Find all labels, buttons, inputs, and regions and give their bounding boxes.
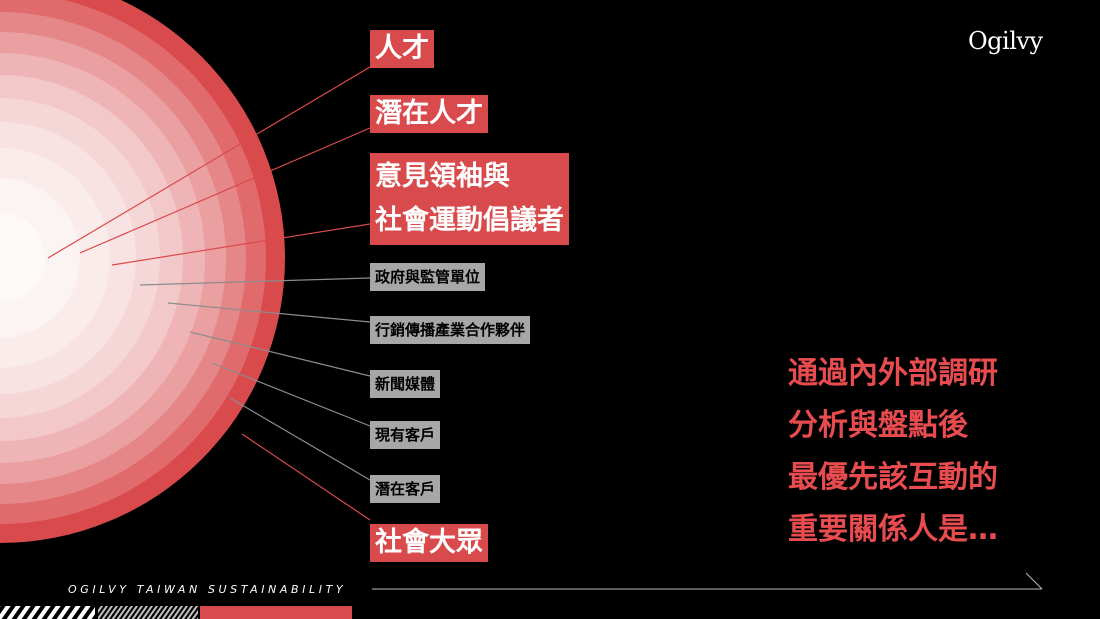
stakeholder-label: 社會大眾 — [370, 524, 488, 562]
stakeholder-label: 行銷傳播產業合作夥伴 — [370, 316, 531, 344]
connector-line — [241, 433, 371, 521]
stakeholder-label-line: 潛在人才 — [375, 98, 483, 129]
connector-line — [111, 223, 371, 266]
footer-stripes — [0, 606, 352, 619]
tagline: 通過內外部調研 分析與盤點後 最優先該互動的 重要關係人是… — [788, 348, 1088, 556]
stakeholder-label: 現有客戶 — [370, 421, 441, 449]
concentric-rings — [0, 0, 285, 543]
tagline-line: 通過內外部調研 — [788, 356, 998, 391]
tagline-line: 分析與盤點後 — [788, 408, 968, 443]
stakeholder-label: 政府與監管單位 — [370, 263, 486, 291]
stakeholder-label-line: 社會大眾 — [375, 527, 483, 558]
stakeholder-label-line: 意見領袖與 — [375, 161, 510, 192]
stakeholder-label: 潛在客戶 — [370, 475, 441, 503]
connector-line — [79, 127, 371, 254]
stakeholder-label-line: 現有客戶 — [375, 426, 436, 444]
tagline-line: 重要關係人是… — [788, 512, 998, 547]
stakeholder-label-line: 社會運動倡議者 — [375, 205, 564, 236]
connector-line — [229, 397, 371, 481]
connector-line — [139, 277, 371, 286]
stakeholder-label-line: 潛在客戶 — [375, 480, 436, 498]
stakeholder-label-line: 行銷傳播產業合作夥伴 — [375, 321, 526, 339]
connector-line — [211, 362, 371, 427]
connector-line — [167, 302, 371, 323]
connector-lines — [47, 66, 371, 521]
connector-line — [47, 66, 371, 259]
stakeholder-label: 潛在人才 — [370, 95, 488, 133]
connector-line — [189, 331, 371, 377]
stakeholder-label-line: 人才 — [375, 33, 429, 64]
ogilvy-logo: Ogilvy — [968, 27, 1043, 55]
arrow-line — [372, 572, 1043, 590]
stakeholder-label: 人才 — [370, 30, 434, 68]
footer-text: OGILVY TAIWAN SUSTAINABILITY — [68, 583, 347, 596]
stakeholder-label: 新聞媒體 — [370, 370, 441, 398]
tagline-line: 最優先該互動的 — [788, 460, 998, 495]
stakeholder-label-line: 新聞媒體 — [375, 375, 436, 393]
ring-11 — [0, 213, 45, 303]
stakeholder-label-line: 政府與監管單位 — [375, 268, 481, 286]
stakeholder-label: 意見領袖與社會運動倡議者 — [370, 153, 569, 245]
